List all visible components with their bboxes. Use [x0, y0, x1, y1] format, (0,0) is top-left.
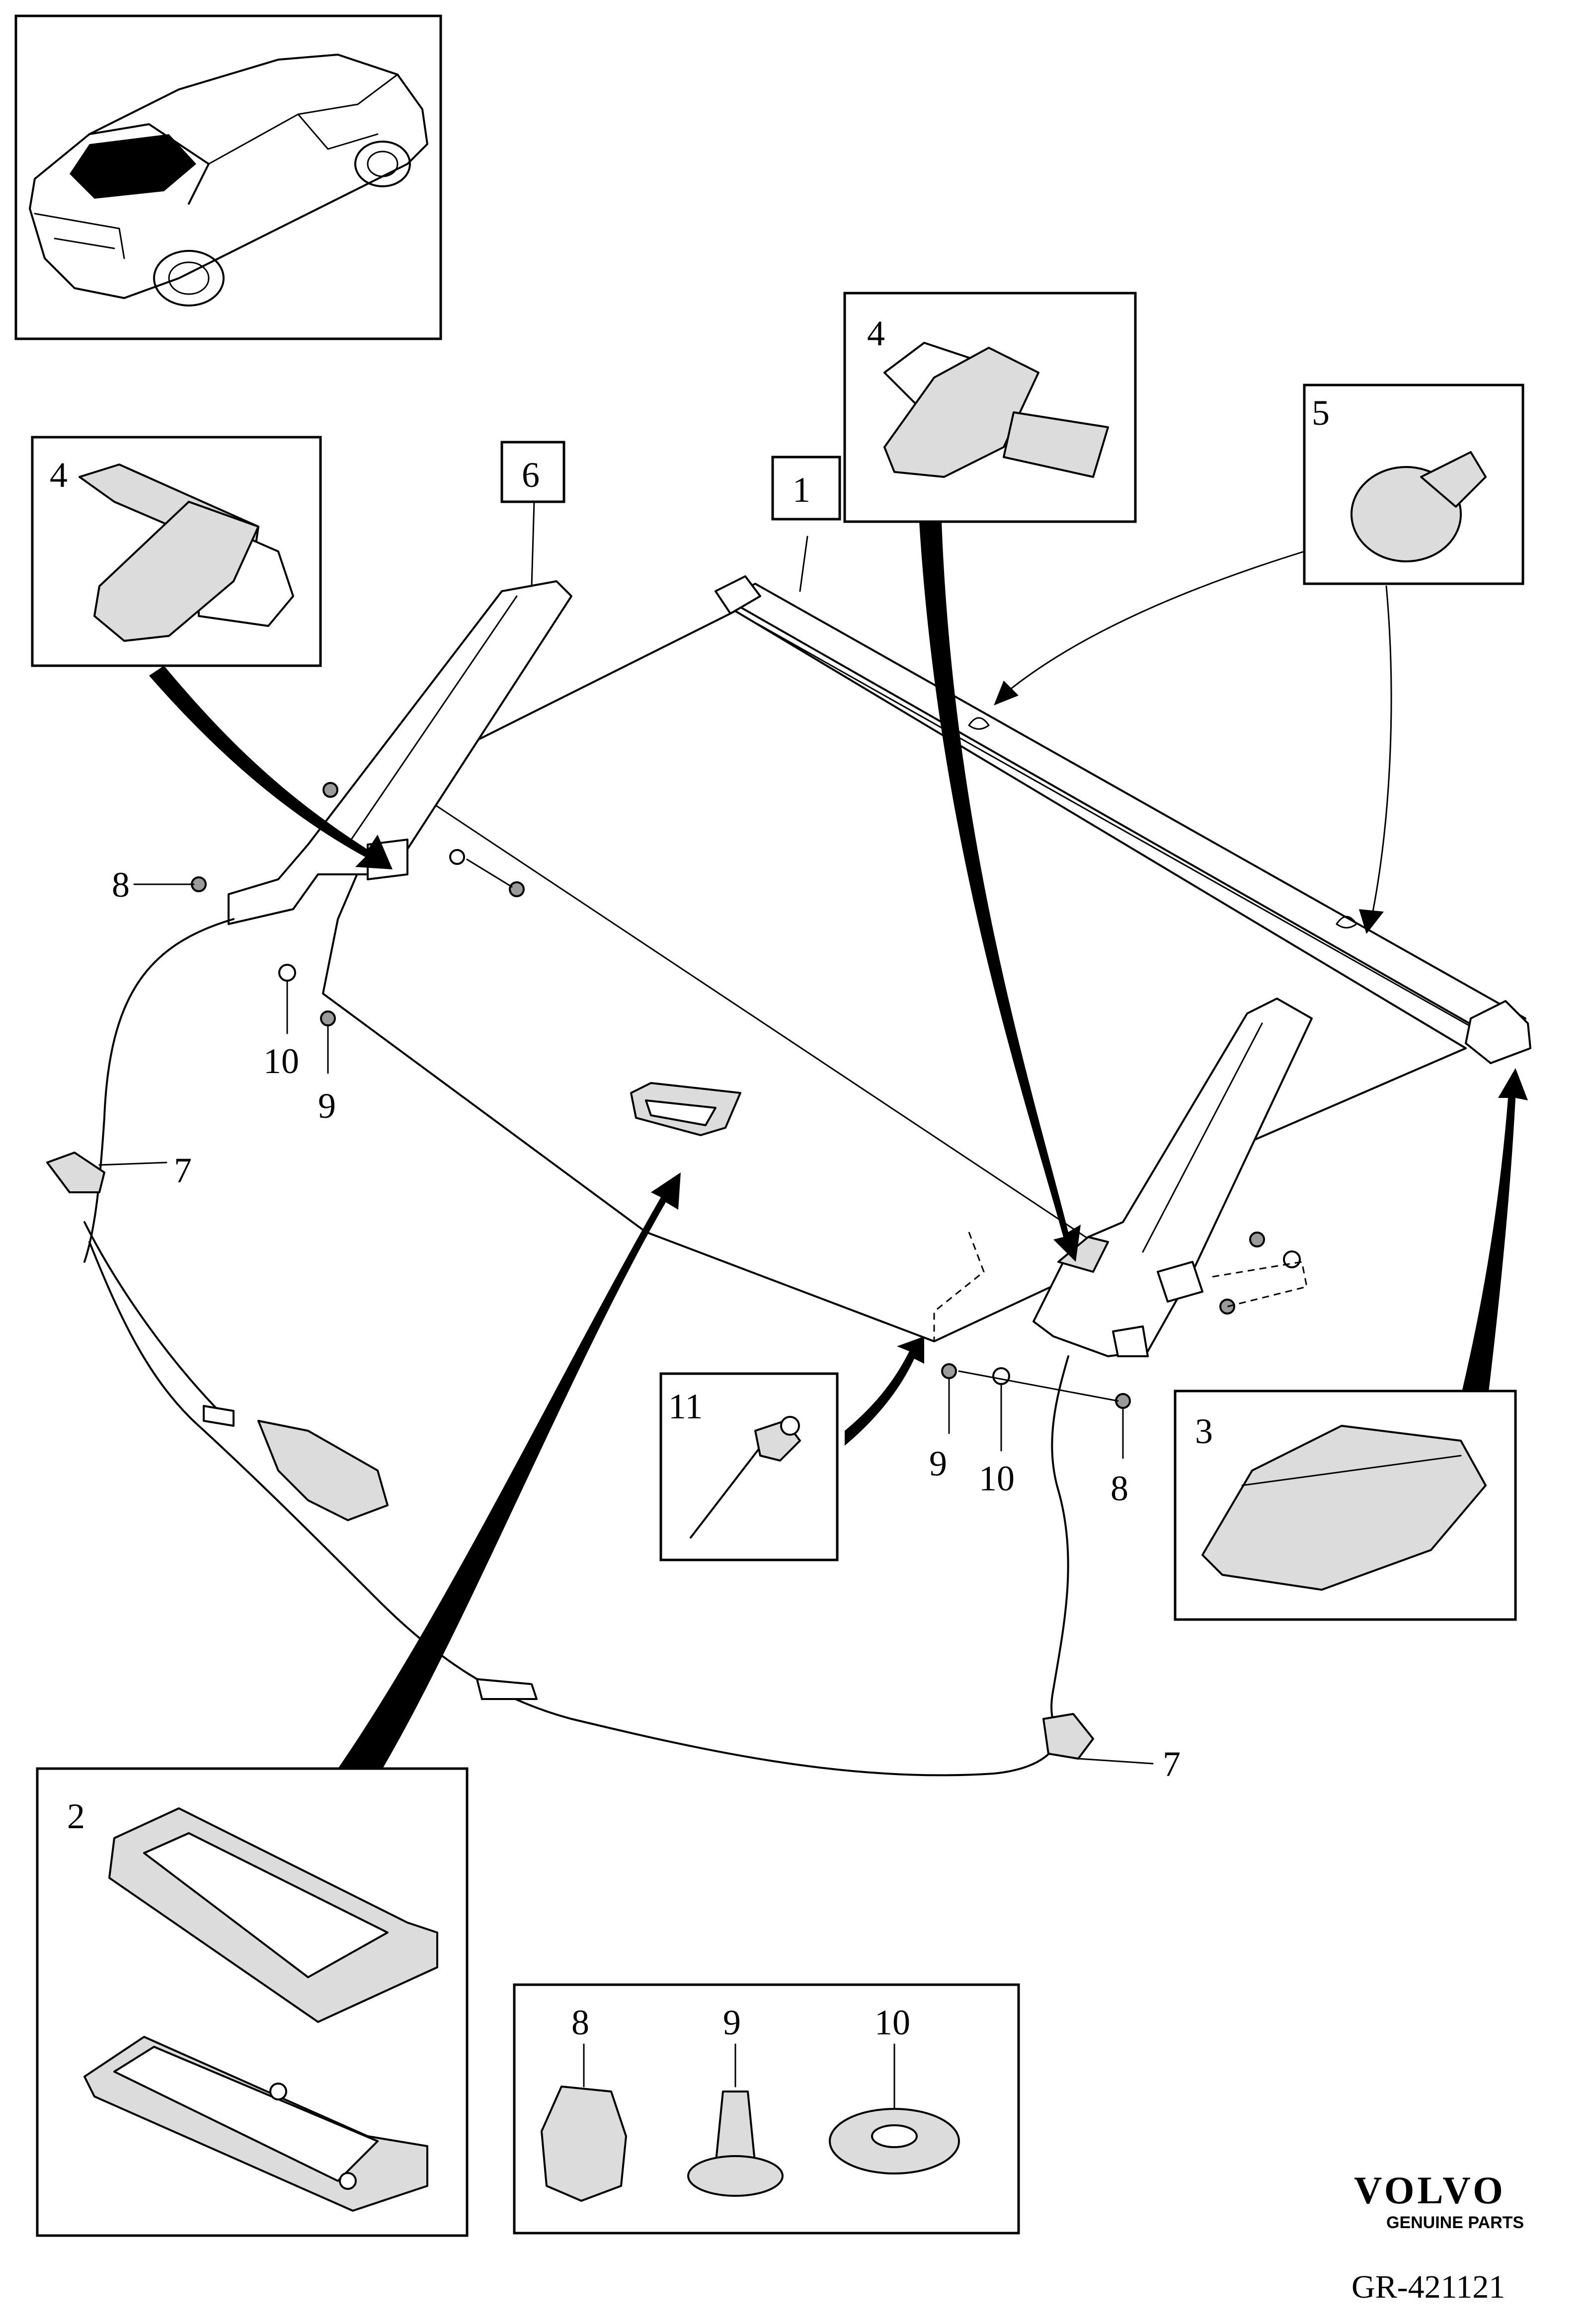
label-10-inset: 10	[875, 2003, 910, 2042]
label-8-right: 8	[1111, 1469, 1128, 1508]
label-2: 2	[67, 1796, 85, 1836]
label-6: 6	[522, 455, 540, 495]
label-11: 11	[668, 1387, 703, 1426]
car-illustration	[29, 54, 428, 307]
label-1: 1	[793, 470, 810, 510]
label-8-inset: 8	[571, 2003, 589, 2042]
label-8-left: 8	[112, 865, 130, 905]
cover-sheet	[322, 610, 1467, 1342]
leader-lines	[98, 501, 1154, 1765]
label-7-left: 7	[174, 1151, 192, 1190]
luggage-cover-highlight	[70, 134, 196, 199]
brand-tagline: GENUINE PARTS	[1386, 2213, 1524, 2232]
callout-arrows	[149, 522, 1528, 1769]
label-9-right: 9	[929, 1444, 947, 1483]
fasteners	[191, 782, 1308, 1409]
label-10-right: 10	[979, 1459, 1015, 1498]
label-10-left: 10	[263, 1041, 299, 1081]
label-4-top: 4	[867, 313, 885, 353]
right-bracket	[1033, 998, 1313, 1357]
inset-5	[1303, 384, 1524, 585]
callout-box-6	[500, 441, 565, 503]
inset-2	[36, 1767, 469, 2237]
part-number-labels: 1 6 4 4 5 3 11 2 8 10 9 7 9 10 8 7 8 9 1…	[50, 313, 1330, 2042]
brand-block: VOLVO GENUINE PARTS GR-421121	[1352, 2169, 1524, 2305]
inset-4-left	[31, 436, 322, 667]
inset-11	[659, 1372, 839, 1561]
brand-name: VOLVO	[1354, 2169, 1506, 2212]
callout-box-1	[771, 456, 841, 521]
inset-fasteners	[513, 1983, 1020, 2235]
label-4-left: 4	[50, 455, 68, 495]
car-overview-inset	[14, 14, 442, 340]
label-3: 3	[1195, 1411, 1213, 1451]
label-9-left: 9	[318, 1086, 336, 1126]
inset-3	[1174, 1390, 1517, 1621]
label-5: 5	[1312, 393, 1330, 433]
label-7-right: 7	[1163, 1744, 1181, 1784]
label-9-inset: 9	[723, 2003, 741, 2042]
release-cables	[46, 918, 1094, 1777]
inset-4-top	[843, 292, 1137, 523]
diagram-code: GR-421121	[1352, 2269, 1505, 2305]
